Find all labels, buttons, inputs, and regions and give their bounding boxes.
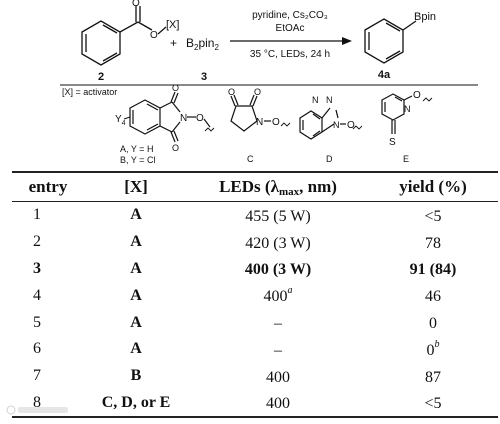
plus-sign: + [170, 36, 177, 50]
activator-ab-structure [129, 91, 215, 143]
cell-entry: 7 [33, 367, 41, 385]
cell-entry: 3 [33, 259, 41, 277]
conditions-line-1: pyridine, Cs₂CO₃ [252, 10, 328, 21]
header-leds: LEDs (λmax, nm) [188, 171, 368, 202]
table-row: 6 A – 0b [12, 336, 498, 363]
table-row: 1 A 455 (5 W) <5 [12, 202, 498, 229]
cell-yield: 78 [425, 234, 441, 252]
cell-yield: 0b [426, 338, 440, 359]
activator-a-carbonyl-o2: O [172, 143, 179, 153]
table-header-row: entry [X] LEDs (λmax, nm) yield (%) [12, 171, 498, 202]
product-label: 4a [378, 69, 391, 81]
cell-leds: 400 [188, 389, 368, 419]
cell-entry: 1 [33, 206, 41, 224]
cell-leds: – [274, 315, 282, 333]
cell-activator: C, D, or E [84, 389, 188, 419]
reactant-label: 2 [98, 71, 104, 83]
conditions-line-3: 35 °C, LEDs, 24 h [250, 49, 330, 60]
activator-b-caption-text: B, Y = Cl [120, 155, 155, 165]
activator-c-n: N [256, 117, 263, 128]
watermark-logo [6, 404, 76, 418]
product-group-text: Bpin [414, 11, 436, 23]
activator-a-y-sub: Y4 [115, 114, 126, 127]
cell-entry: 2 [33, 233, 41, 251]
header-activator: [X] [84, 171, 188, 202]
cell-activator: A [130, 313, 142, 331]
header-yield: yield (%) [368, 171, 498, 202]
activator-c-o1: O [228, 87, 235, 97]
activator-a-n: N [180, 113, 187, 124]
footnote-marker: a [287, 285, 293, 297]
activator-d-o: O [347, 120, 355, 131]
activator-d-n1: N [312, 95, 319, 105]
activator-a-o: O [196, 113, 204, 124]
activator-d-n2: N [326, 95, 333, 105]
product-structure [364, 18, 417, 64]
activator-e-caption: E [403, 154, 409, 164]
ester-o-text: O [150, 30, 158, 41]
cell-entry: 6 [33, 340, 41, 358]
cell-activator: A [130, 233, 142, 251]
activator-d-n3: N [333, 120, 340, 130]
cell-leds: 455 (5 W) [245, 207, 311, 225]
activator-a-carbonyl-o1: O [172, 83, 179, 93]
cell-yield: <5 [368, 389, 498, 419]
reactant-structure [81, 6, 153, 66]
cell-yield: 87 [425, 368, 441, 386]
reaction-arrow [230, 37, 352, 45]
activator-e-s: S [389, 137, 396, 148]
table-row: 3 A 400 (3 W) 91 (84) [12, 256, 498, 283]
activator-d-caption: D [326, 154, 333, 164]
cell-activator: B [130, 367, 142, 385]
activator-e-n: N [404, 104, 411, 114]
activator-c-caption: C [247, 154, 254, 164]
activator-d-structure [299, 107, 363, 140]
activator-e-o: O [413, 90, 421, 101]
activator-note: [X] = activator [62, 87, 117, 97]
cell-leds: 400 [266, 368, 290, 386]
cell-leds: – [274, 341, 282, 359]
cell-yield: 91 (84) [409, 261, 457, 279]
reaction-scheme: O O [X] 2 + B2pin2 3 pyridine, Cs₂CO₃ Et… [60, 0, 478, 165]
table-row: 5 A – 0 [12, 309, 498, 336]
header-entry: entry [12, 171, 84, 202]
cell-activator: A [130, 286, 142, 304]
cell-yield: 46 [425, 288, 441, 306]
footnote-marker: b [434, 338, 440, 350]
reagent-formula: B2pin2 [186, 36, 219, 52]
reactant-group-text: [X] [166, 19, 179, 31]
table-row: 2 A 420 (3 W) 78 [12, 229, 498, 256]
cell-leds: 420 (3 W) [245, 234, 311, 252]
reagent-label: 3 [201, 71, 207, 83]
cell-entry: 8 [12, 389, 84, 419]
activator-a-caption: A, Y = H [120, 144, 153, 154]
activator-e-structure [381, 93, 433, 134]
cell-activator: A [130, 206, 142, 224]
activator-c-o2: O [254, 87, 261, 97]
cell-activator: A [130, 259, 142, 277]
table-row: 7 B 400 87 [12, 363, 498, 390]
carbonyl-o-text: O [132, 0, 140, 9]
cell-yield: 0 [429, 315, 437, 333]
cell-activator: A [130, 340, 142, 358]
cell-leds: 400 (3 W) [244, 261, 312, 279]
cell-entry: 5 [33, 313, 41, 331]
cell-entry: 4 [33, 286, 41, 304]
conditions-line-2: EtOAc [276, 23, 305, 34]
table-row: 4 A 400a 46 [12, 282, 498, 309]
cell-leds: 400a [263, 285, 293, 306]
cell-yield: <5 [424, 207, 442, 225]
activator-c-o: O [272, 117, 280, 128]
activator-c-structure [230, 94, 291, 132]
